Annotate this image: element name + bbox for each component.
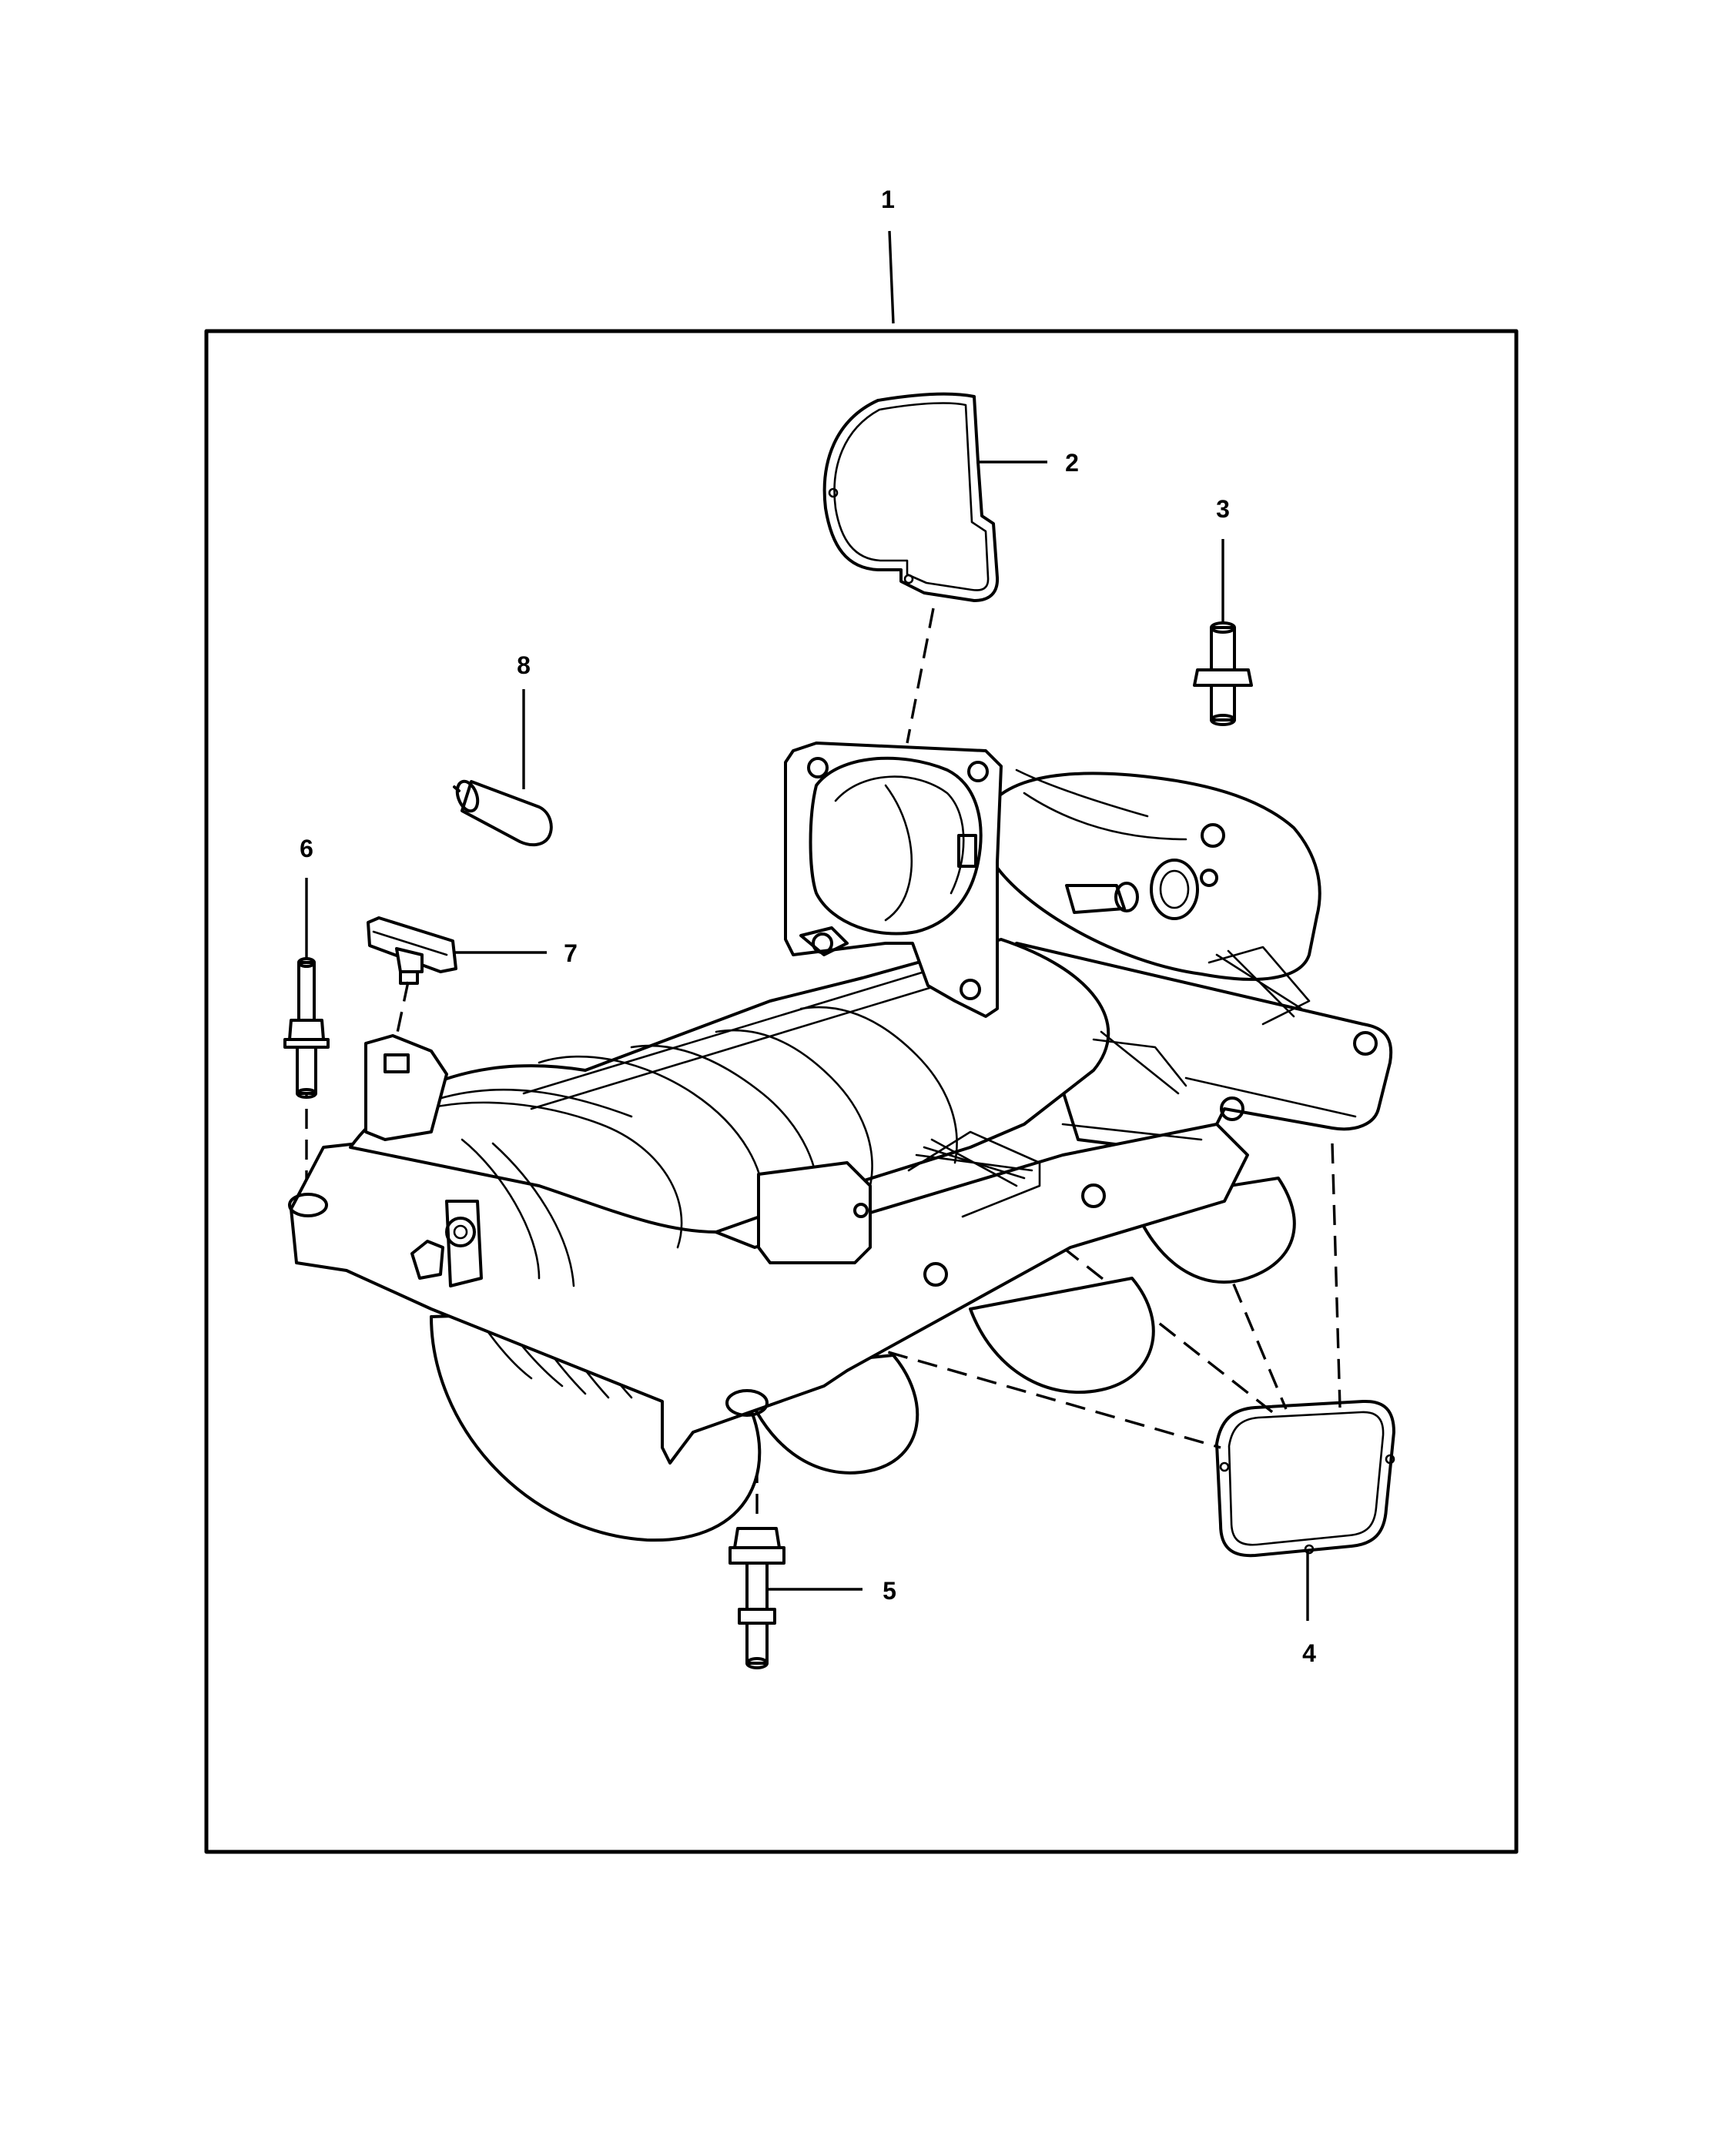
callout-3: 3 xyxy=(1216,495,1230,523)
plug-icon xyxy=(453,779,553,847)
intake-manifold-icon xyxy=(288,742,1393,1542)
callout-7: 7 xyxy=(564,939,578,967)
callout-6: 6 xyxy=(300,835,313,862)
stud-icon xyxy=(1193,621,1253,726)
callout-2: 2 xyxy=(1065,449,1079,477)
callout-1: 1 xyxy=(881,186,895,213)
leader-lines xyxy=(305,230,1309,1621)
callout-8: 8 xyxy=(517,651,531,679)
callout-labels: 1 2 3 4 5 6 7 8 xyxy=(300,186,1316,1667)
throttle-body-gasket-icon xyxy=(822,392,1000,602)
assembly-frame xyxy=(204,329,1519,1854)
callout-4: 4 xyxy=(1302,1639,1316,1667)
sensor-connector-icon xyxy=(367,916,457,985)
stud-bolt-icon xyxy=(283,957,330,1099)
bolt-icon xyxy=(729,1527,785,1669)
intake-port-gasket-icon xyxy=(1215,1399,1395,1558)
callout-5: 5 xyxy=(883,1577,896,1605)
